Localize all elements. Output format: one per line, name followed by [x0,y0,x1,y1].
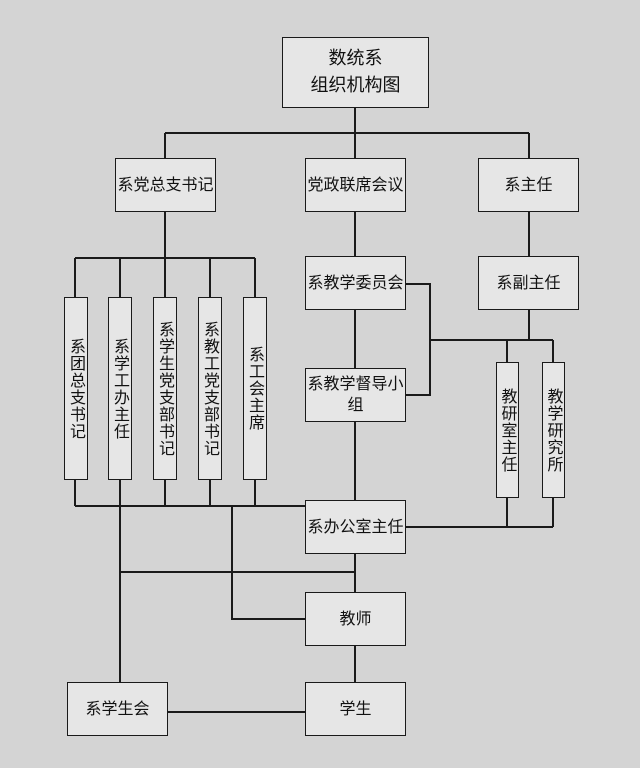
student-affairs-head-box: 系学工办主任 [108,297,132,480]
students-box: 学生 [305,682,406,736]
connector-subunits-bottom [74,480,305,507]
connector-committee-to-supervision [405,283,431,396]
staff-party-secretary-box: 系教工党支部书记 [198,297,222,480]
joint-meeting-box: 党政联席会议 [305,158,406,212]
student-union-box: 系学生会 [67,682,168,736]
teaching-supervision-box: 系教学督导小组 [305,368,406,422]
title-line-2: 组织机构图 [310,74,401,96]
connector-left-to-teachers [231,506,305,620]
teaching-committee-box: 系教学委员会 [305,256,406,310]
org-chart-title: 数统系 组织机构图 [282,37,429,108]
section-head-box: 教研室主任 [496,362,519,498]
league-secretary-box: 系团总支书记 [64,297,88,480]
connector-sections-to-office [405,498,554,528]
union-chair-box: 系工会主席 [243,297,267,480]
party-secretary-box: 系党总支书记 [115,158,216,212]
teachers-box: 教师 [305,592,406,646]
connector-secretary-to-subunits [74,212,256,297]
connector-title-to-branches [164,108,530,158]
director-box: 系主任 [478,158,579,212]
office-director-box: 系办公室主任 [305,500,406,554]
title-line-1: 数统系 [328,48,383,70]
vice-director-box: 系副主任 [478,256,579,310]
research-institute-box: 教学研究所 [542,362,565,498]
connector-vice-to-sections [430,310,554,362]
student-party-secretary-box: 系学生党支部书记 [153,297,177,480]
